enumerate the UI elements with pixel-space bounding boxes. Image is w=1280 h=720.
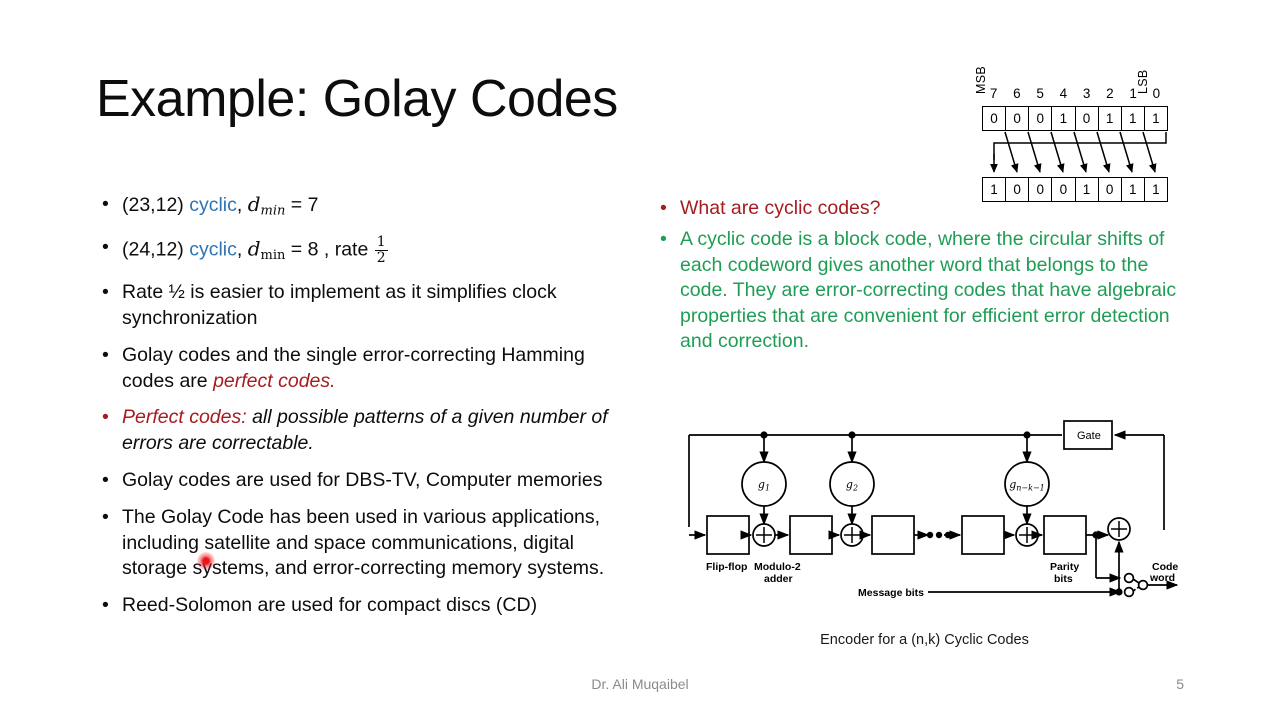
bullet-text-segment: (23,12) xyxy=(122,194,190,216)
bullet-text-segment: Reed-Solomon are used for compact discs … xyxy=(122,594,538,617)
bit-cell: 0 xyxy=(1006,178,1030,201)
cyclic-encoder-diagram: g1 g2 gn−k−1 xyxy=(672,412,1188,599)
label-code-line1: Code xyxy=(1152,561,1178,573)
bullet-text-highlight: cyclic xyxy=(189,238,237,261)
left-bullet-list: • (23,12) cyclic, dmin = 7 • (24,12) cyc… xyxy=(96,192,641,630)
bit-index: 1 xyxy=(1129,86,1137,101)
math-variable: d xyxy=(247,236,261,261)
bit-cell: 1 xyxy=(1052,107,1076,130)
bit-row-input: 0 0 0 1 0 1 1 1 xyxy=(982,106,1168,131)
bullet-marker: • xyxy=(102,343,109,366)
bullet-text-segment: = 7 xyxy=(285,194,319,216)
footer-page-number: 5 xyxy=(1176,676,1184,692)
bit-cell: 0 xyxy=(1052,178,1076,201)
bit-row-output: 1 0 0 0 1 0 1 1 xyxy=(982,177,1168,202)
list-item: • The Golay Code has been used in variou… xyxy=(96,505,641,582)
bullet-text-segment: Golay codes and the single error-correct… xyxy=(122,343,585,392)
bit-index: 0 xyxy=(1152,86,1161,101)
bit-cell: 1 xyxy=(1122,178,1145,201)
bullet-text-segment: , xyxy=(236,194,248,216)
list-item: • Rate ½ is easier to implement as it si… xyxy=(96,280,641,332)
list-item: • Golay codes and the single error-corre… xyxy=(96,343,641,395)
bit-cell: 0 xyxy=(1006,107,1030,130)
bit-cell: 1 xyxy=(1076,178,1099,201)
bullet-marker: • xyxy=(102,193,109,215)
list-item: • Reed-Solomon are used for compact disc… xyxy=(96,593,641,619)
bullet-text-segment: Golay codes are used for DBS-TV, Compute… xyxy=(122,469,603,492)
list-item: • What are cyclic codes? xyxy=(652,196,1192,221)
bullet-text-segment: (24,12) xyxy=(122,238,190,261)
list-item: • A cyclic code is a block code, where t… xyxy=(652,227,1192,354)
bullet-text-segment: A cyclic code is a block code, where the… xyxy=(680,228,1177,353)
bullet-text-highlight: perfect codes. xyxy=(213,369,336,392)
ellipsis-dots xyxy=(926,531,952,539)
label-modulo2-line1: Modulo-2 xyxy=(754,561,801,573)
bullet-marker: • xyxy=(660,197,667,219)
label-gate: Gate xyxy=(1077,430,1101,442)
bullet-marker: • xyxy=(102,236,109,259)
label-parity-line2: bits xyxy=(1054,573,1073,585)
label-parity-line1: Parity xyxy=(1050,561,1079,573)
fraction-numerator: 1 xyxy=(376,234,386,251)
footer-author: Dr. Ali Muqaibel xyxy=(591,676,689,692)
bullet-marker: • xyxy=(660,228,667,251)
bullet-marker: • xyxy=(102,469,109,492)
bit-index: 2 xyxy=(1106,86,1114,101)
bullet-text-segment: The Golay Code has been used in various … xyxy=(122,505,605,580)
bit-cell: 0 xyxy=(1076,107,1099,130)
bullet-marker: • xyxy=(102,281,109,304)
bit-index: 4 xyxy=(1059,86,1068,101)
bit-cell: 1 xyxy=(983,178,1007,201)
label-flip-flop: Flip-flop xyxy=(706,561,747,573)
list-item: • Golay codes are used for DBS-TV, Compu… xyxy=(96,468,641,494)
encoder-schematic: g1 g2 gn−k−1 xyxy=(688,420,1178,599)
figure-caption: Encoder for a (n,k) Cyclic Codes xyxy=(820,632,1029,648)
math-variable: d xyxy=(247,192,261,216)
bit-cell: 1 xyxy=(1152,182,1160,197)
math-subscript: min xyxy=(260,248,286,264)
bullet-text-segment: all possible patterns of a given number … xyxy=(122,406,608,455)
math-subscript: min xyxy=(260,203,286,219)
bit-index: 3 xyxy=(1082,86,1091,101)
bullet-marker: • xyxy=(102,594,109,617)
list-item: • Perfect codes: all possible patterns o… xyxy=(96,405,641,457)
bullet-text-segment: = 8 , rate xyxy=(285,238,374,261)
bullet-text-highlight: cyclic xyxy=(189,194,237,216)
bullet-marker: • xyxy=(102,406,109,429)
bit-index: 6 xyxy=(1013,86,1021,101)
bullet-marker: • xyxy=(102,505,109,528)
label-code-line2: word xyxy=(1149,572,1175,584)
bullet-text-segment: What are cyclic codes? xyxy=(680,197,881,219)
circular-shift-diagram: MSB LSB 7 6 5 4 3 2 1 0 0 0 0 1 0 1 1 1 … xyxy=(962,42,1184,204)
bullet-text-segment: , xyxy=(236,238,248,261)
bit-cell: 0 xyxy=(1029,107,1053,130)
right-bullet-list: • What are cyclic codes? • A cyclic code… xyxy=(652,196,1192,360)
bit-cell: 0 xyxy=(1099,178,1122,201)
list-item: • (23,12) cyclic, dmin = 7 xyxy=(96,192,641,224)
bit-cell: 1 xyxy=(1122,107,1145,130)
page-title: Example: Golay Codes xyxy=(96,70,618,128)
label-message-bits: Message bits xyxy=(858,587,924,598)
bit-index: 5 xyxy=(1036,86,1044,101)
bit-index: 7 xyxy=(989,86,998,101)
bullet-text-highlight: Perfect codes: xyxy=(122,406,247,429)
bit-cell: 0 xyxy=(983,107,1007,130)
bit-cell: 1 xyxy=(1099,107,1122,130)
bullet-text-segment: Rate ½ is easier to implement as it simp… xyxy=(122,281,557,330)
bit-cell: 0 xyxy=(1029,178,1053,201)
label-modulo2-line2: adder xyxy=(764,573,793,585)
fraction-denominator: 2 xyxy=(374,249,388,266)
bit-index-row: 7 6 5 4 3 2 1 0 xyxy=(982,86,1168,101)
bit-cell: 1 xyxy=(1152,111,1160,126)
